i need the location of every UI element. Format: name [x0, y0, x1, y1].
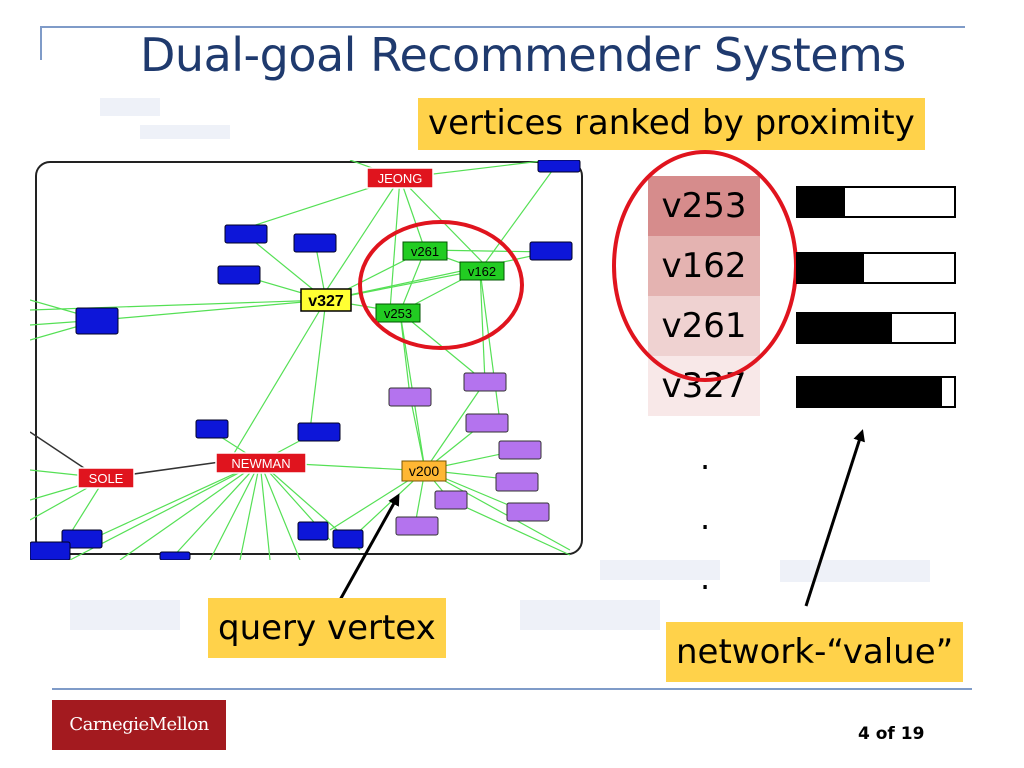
label-v327: v327 — [308, 293, 344, 310]
frame-line-top — [40, 26, 965, 28]
purple-node-group — [388, 372, 550, 536]
blue-node — [537, 160, 581, 173]
value-bar-2 — [796, 252, 956, 284]
page-number: 4 of 19 — [858, 724, 925, 744]
label-sole: SOLE — [89, 471, 124, 486]
callout-network-value: network-“value” — [666, 622, 964, 682]
footer-divider — [52, 688, 972, 690]
value-bar-4 — [796, 376, 956, 408]
orange-node-v200: v200 — [401, 460, 447, 482]
red-node-jeong: JEONG — [366, 167, 434, 189]
purple-node — [465, 413, 509, 433]
carnegie-mellon-logo: CarnegieMellon — [52, 700, 226, 750]
purple-node — [388, 387, 432, 407]
arrow-to-query-vertex — [338, 493, 400, 601]
value-bar-fill — [798, 314, 892, 342]
background-decoration — [520, 600, 660, 630]
blue-node — [159, 551, 191, 560]
blue-node — [332, 529, 364, 549]
callout-query-vertex: query vertex — [208, 598, 446, 658]
purple-node — [463, 372, 507, 392]
arrow-to-value-bars — [804, 429, 865, 607]
blue-node — [61, 529, 103, 549]
callout-ranked-by-proximity: vertices ranked by proximity — [418, 98, 925, 150]
label-newman: NEWMAN — [231, 456, 290, 471]
blue-node — [293, 233, 337, 253]
red-node-newman: NEWMAN — [215, 452, 307, 474]
frame-line-left — [40, 26, 42, 60]
purple-node — [495, 472, 539, 492]
ellipsis-dot: . — [700, 499, 711, 537]
purple-node — [395, 516, 439, 536]
ellipsis-dot: . — [700, 439, 711, 477]
blue-node — [529, 241, 573, 261]
label-jeong: JEONG — [378, 171, 423, 186]
yellow-node-v327: v327 — [300, 288, 352, 312]
blue-node — [297, 521, 329, 541]
red-node-sole: SOLE — [77, 467, 135, 489]
purple-node — [434, 490, 468, 510]
value-bar-3 — [796, 312, 956, 344]
ellipsis-dot: . — [700, 559, 711, 597]
blue-node — [224, 224, 268, 244]
value-bar-fill — [798, 188, 845, 216]
value-bar-fill — [798, 378, 942, 406]
purple-node — [506, 502, 550, 522]
slide-title: Dual-goal Recommender Systems — [140, 28, 906, 82]
blue-node — [297, 422, 341, 442]
background-decoration — [140, 125, 230, 139]
background-decoration — [600, 560, 720, 580]
highlight-oval-network — [358, 220, 524, 350]
label-v200: v200 — [409, 463, 440, 479]
value-bar-fill — [798, 254, 864, 282]
purple-node — [498, 440, 542, 460]
value-bar-1 — [796, 186, 956, 218]
blue-node-group — [30, 160, 581, 560]
blue-node — [30, 541, 71, 560]
blue-node — [75, 307, 119, 335]
background-decoration — [100, 98, 160, 116]
background-decoration — [70, 600, 180, 630]
blue-node — [195, 419, 229, 439]
blue-node — [217, 265, 261, 285]
